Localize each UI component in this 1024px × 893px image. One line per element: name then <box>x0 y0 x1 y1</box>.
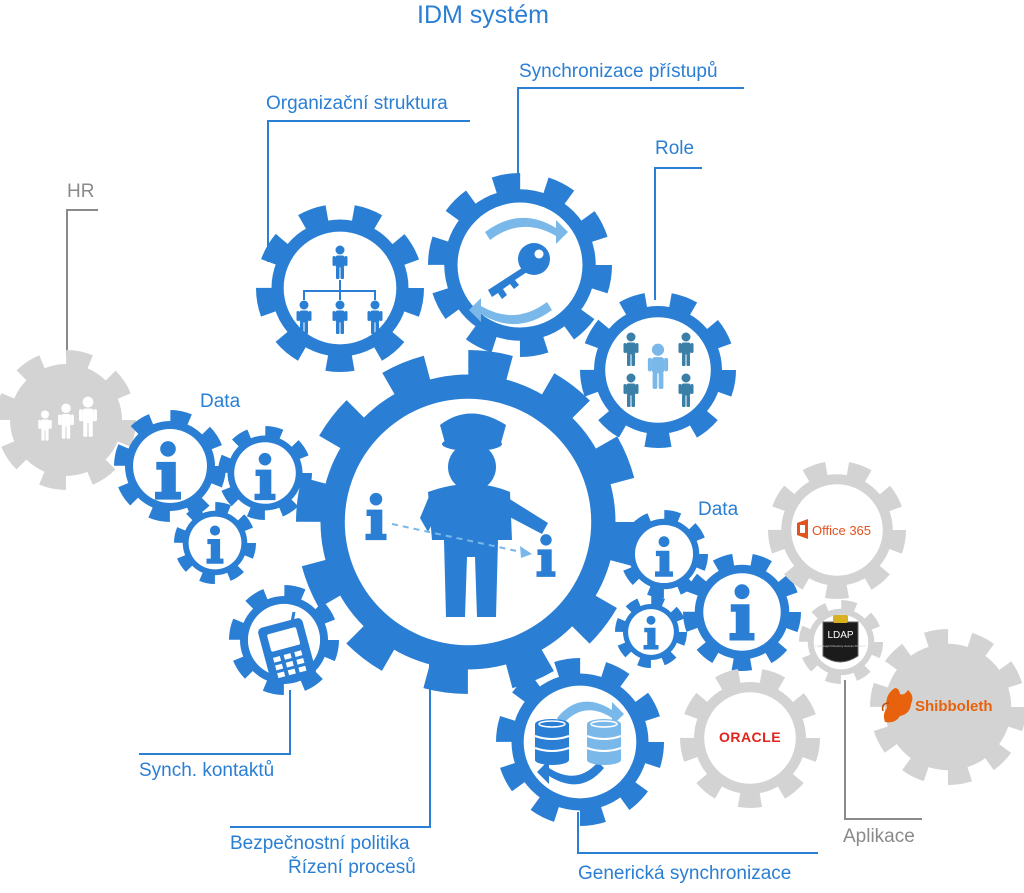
mobile-phone-icon <box>258 611 316 686</box>
connector-hr <box>66 209 98 355</box>
shibboleth-text: Shibboleth <box>915 698 993 715</box>
label-hr: HR <box>67 181 95 202</box>
connector-lines <box>66 87 922 854</box>
ldap-logo: LDAP Lightweight Directory Access Protoc… <box>815 615 866 663</box>
ldap-subtext: Lightweight Directory Access Protocol <box>815 644 866 648</box>
oracle-logo: ORACLE <box>719 729 781 745</box>
label-data-left: Data <box>200 391 241 412</box>
gear-office365 <box>768 461 906 599</box>
gear-shibboleth <box>870 629 1024 785</box>
arrow-dashed <box>391 523 527 554</box>
label-data-right: Data <box>698 499 739 520</box>
connector-role <box>654 167 702 300</box>
database-icon <box>534 701 624 785</box>
connector-generic <box>577 812 818 854</box>
arrow-head <box>520 546 532 558</box>
label-policy-line2: Řízení procesů <box>288 857 416 878</box>
connector-organization <box>267 120 470 262</box>
office365-text: Office 365 <box>812 523 871 538</box>
gear-generic <box>496 658 664 826</box>
key-icon <box>469 217 568 325</box>
ldap-text: LDAP <box>827 630 853 641</box>
gear-contents: Office 365 LDAP Lightweight Directory Ac… <box>38 217 993 785</box>
office365-logo: Office 365 <box>797 519 871 539</box>
shibboleth-logo: Shibboleth <box>881 688 993 723</box>
connector-contacts <box>139 690 291 755</box>
connector-access-sync <box>517 87 744 180</box>
label-applications: Aplikace <box>843 826 915 847</box>
org-chart-icon <box>296 245 383 334</box>
label-contacts: Synch. kontaktů <box>139 760 275 781</box>
label-access-sync: Synchronizace přístupů <box>519 61 718 82</box>
diagram-title: IDM systém <box>417 1 549 29</box>
connector-apps <box>844 680 922 820</box>
policeman-icon <box>420 413 548 617</box>
label-organization: Organizační struktura <box>266 93 448 114</box>
label-policy-line1: Bezpečnostní politika <box>230 833 410 854</box>
label-generic-sync: Generická synchronizace <box>578 863 792 884</box>
label-role: Role <box>655 138 695 159</box>
connector-policy <box>230 650 431 828</box>
gear-oracle <box>680 668 820 808</box>
